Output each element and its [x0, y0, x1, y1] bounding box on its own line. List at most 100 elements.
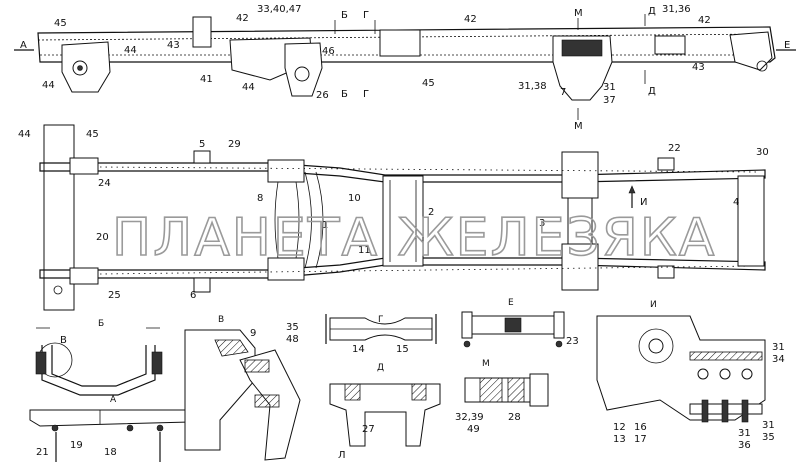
section-mark-e: Е	[784, 40, 790, 51]
label-1: 1	[322, 220, 328, 231]
label-32-39: 32,39	[455, 412, 484, 423]
label-26: 26	[316, 90, 329, 101]
side-view	[14, 14, 796, 120]
label-44: 44	[42, 80, 55, 91]
label-42: 42	[464, 14, 477, 25]
label-11: 11	[358, 245, 371, 256]
detail-title-i: И	[650, 300, 657, 310]
section-mark-m-bottom: М	[574, 121, 583, 132]
detail-a: 21 19 18	[29, 409, 191, 462]
label-31-36-second: 36	[738, 440, 751, 451]
crossmember-8-top	[267, 159, 305, 183]
label-37: 37	[603, 95, 616, 106]
balancer-crossmember-bottom	[561, 243, 599, 291]
label-6: 6	[190, 290, 196, 301]
detail-v: В 9 35 48	[184, 315, 301, 461]
bracket-5	[193, 150, 211, 164]
detail-e: Е 23	[461, 298, 579, 348]
label-16-17: 16	[634, 422, 647, 433]
label-45: 45	[86, 129, 99, 140]
section-mark-m-top: М	[574, 8, 583, 19]
side-view-labels: А Е Б Б Г Г М М Д Д 45 44 44 43 41 42 33…	[20, 4, 790, 132]
detail-d: Д Л 27	[329, 363, 441, 461]
bracket-d	[654, 35, 686, 55]
label-31-36: 31,36	[662, 4, 691, 15]
rear-end-plate	[729, 31, 773, 71]
label-8: 8	[257, 193, 263, 204]
detail-i: И 31 34 12 13 16 17 31 36 31 35	[596, 300, 785, 451]
label-46: 46	[322, 46, 335, 57]
crossmember-8-bottom	[267, 257, 305, 281]
label-42: 42	[236, 13, 249, 24]
detail-g: Г 14 15	[325, 314, 437, 355]
detail-title-d: Д	[377, 363, 384, 373]
label-35-48-second: 48	[286, 334, 299, 345]
label-49: 49	[467, 424, 480, 435]
label-29: 29	[228, 139, 241, 150]
view-mark-i: И	[640, 197, 647, 208]
label-43: 43	[167, 40, 180, 51]
label-7: 7	[560, 87, 566, 98]
label-14: 14	[352, 344, 365, 355]
label-22: 22	[668, 143, 681, 154]
label-31-35-second: 35	[762, 432, 775, 443]
label-25: 25	[108, 290, 121, 301]
label-24: 24	[98, 178, 111, 189]
detail-title-e: Е	[508, 298, 514, 308]
frame-plan-labels: 44 45 24 5 29 8 10 1 2 3 11 20 25 6 22 3…	[18, 129, 769, 301]
bracket-25	[69, 267, 99, 285]
label-44: 44	[124, 45, 137, 56]
front-bumper-crossmember	[43, 124, 75, 311]
label-31: 31	[603, 82, 616, 93]
label-41: 41	[200, 74, 213, 85]
bracket-43	[192, 16, 212, 48]
label-3: 3	[539, 218, 545, 229]
label-45: 45	[54, 18, 67, 29]
label-31-34: 31	[772, 342, 785, 353]
detail-m: М 32,39 49 28	[455, 359, 549, 435]
label-20: 20	[96, 232, 109, 243]
detail-title-v: В	[218, 315, 224, 325]
bracket-22	[657, 157, 675, 171]
label-15: 15	[396, 344, 409, 355]
section-mark-d-bottom: Д	[648, 86, 656, 97]
label-44: 44	[18, 129, 31, 140]
detail-title-b: Б	[98, 319, 104, 329]
label-4: 4	[733, 197, 739, 208]
rear-crossmember-4	[737, 175, 765, 267]
detail-title-g: Г	[378, 315, 384, 325]
bracket-45	[379, 29, 421, 57]
section-mark-g-top: Г	[363, 10, 369, 21]
label-43: 43	[692, 62, 705, 73]
label-30: 30	[756, 147, 769, 158]
label-12-13: 12	[613, 422, 626, 433]
label-l: Л	[338, 450, 346, 461]
label-10: 10	[348, 193, 361, 204]
label-31-36: 31	[738, 428, 751, 439]
label-12-13-second: 13	[613, 434, 626, 445]
section-mark-b-bottom: Б	[341, 89, 348, 100]
label-45: 45	[422, 78, 435, 89]
side-rail	[37, 26, 776, 63]
section-mark-d-top: Д	[648, 6, 656, 17]
detail-title-m: М	[482, 359, 490, 369]
label-27: 27	[362, 424, 375, 435]
section-mark-g-bottom: Г	[363, 89, 369, 100]
label-33-40-47: 33,40,47	[257, 4, 302, 15]
label-31-35: 31	[762, 420, 775, 431]
label-31-34-second: 34	[772, 354, 785, 365]
label-2: 2	[428, 207, 434, 218]
label-28: 28	[508, 412, 521, 423]
section-mark-b-top: Б	[341, 10, 348, 21]
watermark: ПЛАНЕТА ЖЕЛЕЗЯКА	[112, 208, 716, 268]
detail-b: Б В А	[35, 319, 163, 405]
frame-plan-view	[39, 124, 766, 311]
detail-title-a: А	[110, 395, 117, 405]
label-35-48: 35	[286, 322, 299, 333]
label-19: 19	[70, 440, 83, 451]
bracket-24	[69, 157, 99, 175]
label-21: 21	[36, 447, 49, 458]
label-9: 9	[250, 328, 256, 339]
bracket-22-bottom	[657, 265, 675, 279]
